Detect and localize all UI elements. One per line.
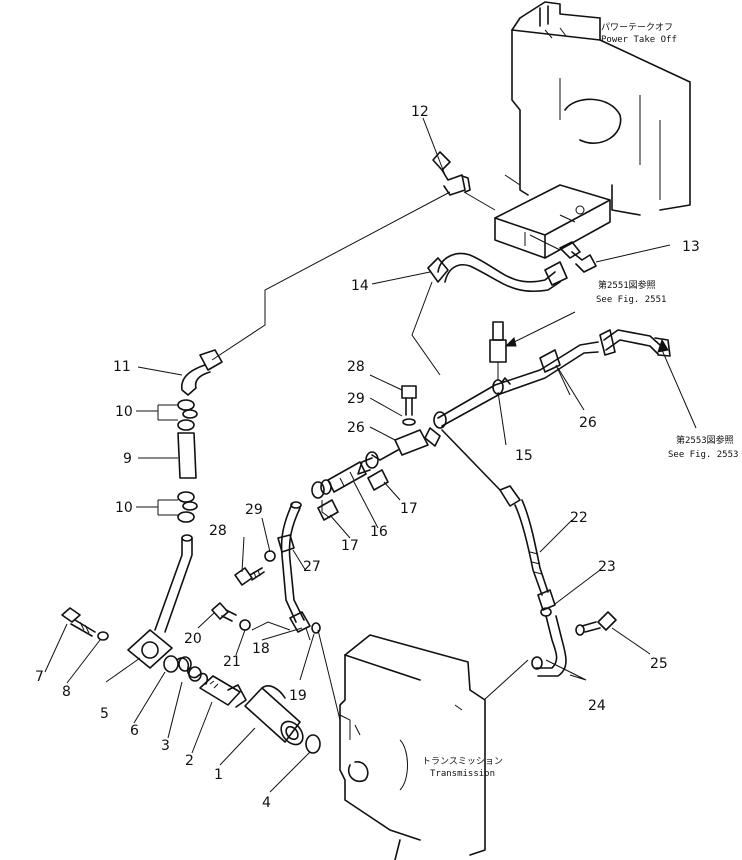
elbow-13: [529, 234, 597, 273]
part-number-23: 23: [598, 559, 616, 575]
elbow-12: [432, 151, 496, 211]
part-number-9: 9: [123, 451, 132, 467]
part-number-15: 15: [515, 448, 533, 464]
part-number-3: 3: [161, 738, 170, 754]
part-number-20: 20: [184, 631, 202, 647]
part-number-21: 21: [223, 654, 241, 670]
part-number-27: 27: [303, 559, 321, 575]
part-number-1: 1: [214, 767, 223, 783]
hose-14: [411, 252, 568, 376]
power-take-off-housing: [494, 1, 691, 259]
part-number-10-lower: 10: [115, 500, 133, 516]
lower-left-parts: [61, 607, 321, 754]
ref-fig-2551-en: See Fig. 2551: [596, 295, 666, 305]
part-number-10-upper: 10: [115, 404, 133, 420]
part-number-5: 5: [100, 706, 109, 722]
part-number-22: 22: [570, 510, 588, 526]
part-number-2: 2: [185, 753, 194, 769]
adapter-16-17: [311, 451, 389, 521]
part-number-7: 7: [35, 669, 44, 685]
part-number-13: 13: [682, 239, 700, 255]
pipe-27: [211, 501, 341, 721]
part-number-17-left: 17: [341, 538, 359, 554]
part-number-29-lower: 29: [245, 502, 263, 518]
left-hose-assembly: [127, 191, 451, 669]
part-number-11: 11: [113, 359, 131, 375]
part-number-17-right: 17: [400, 501, 418, 517]
pto-label-en: Power Take Off: [601, 35, 677, 45]
part-number-6: 6: [130, 723, 139, 739]
pto-label-jp: パワーテークオフ: [601, 22, 673, 33]
part-number-8: 8: [62, 684, 71, 700]
part-number-28-lower: 28: [209, 523, 227, 539]
ref-fig-2553-en: See Fig. 2553: [668, 450, 738, 460]
transmission-label-en: Transmission: [430, 769, 495, 779]
part-number-18: 18: [252, 641, 270, 657]
part-number-12: 12: [411, 104, 429, 120]
part-number-16: 16: [370, 524, 388, 540]
transmission-label-jp: トランスミッション: [422, 756, 503, 767]
leader-lines: [44, 117, 671, 793]
ref-fig-2553-jp: 第2553図参照: [676, 434, 734, 446]
part-number-4: 4: [262, 795, 271, 811]
ref-fig-2551-jp: 第2551図参照: [598, 279, 656, 291]
fitting-fig-2551: [489, 311, 576, 380]
part-number-25: 25: [650, 656, 668, 672]
part-number-26-left: 26: [347, 420, 365, 436]
part-number-24: 24: [588, 698, 606, 714]
part-number-14: 14: [351, 278, 369, 294]
transmission-housing: [339, 634, 486, 860]
hose-to-fig-2553: [599, 329, 697, 429]
part-number-28-upper: 28: [347, 359, 365, 375]
part-number-19: 19: [289, 688, 307, 704]
main-pipe-assembly: [371, 341, 617, 701]
part-number-26-right: 26: [579, 415, 597, 431]
part-number-29-upper: 29: [347, 391, 365, 407]
